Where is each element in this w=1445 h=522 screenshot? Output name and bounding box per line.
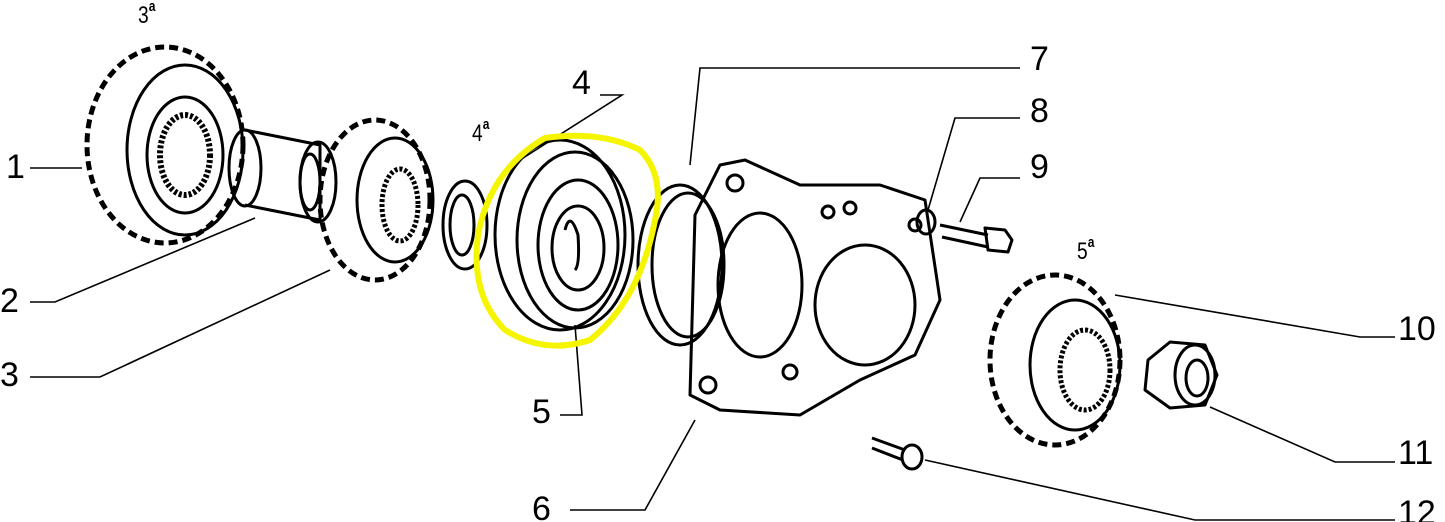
gear-4th-icon: [317, 117, 435, 283]
nut-icon: [1143, 340, 1219, 410]
gear-label-3rd: 3a: [138, 0, 156, 29]
washer-icon: [915, 208, 937, 236]
callout-5: 5: [532, 393, 551, 431]
gear-3rd-icon: [84, 44, 246, 246]
callout-11: 11: [1398, 434, 1434, 472]
callout-1: 1: [6, 148, 25, 186]
screw-icon: [871, 436, 924, 471]
callout-6: 6: [532, 490, 551, 522]
bearing-icon: [493, 138, 635, 332]
callout-3: 3: [0, 356, 19, 394]
gear-label-5th: 5a: [1077, 234, 1095, 265]
cover-plate-icon: [688, 158, 942, 417]
gear-5th-icon: [987, 272, 1123, 448]
callout-10: 10: [1398, 310, 1436, 348]
callout-12: 12: [1398, 494, 1436, 522]
callout-9: 9: [1030, 148, 1049, 186]
callout-2: 2: [0, 282, 19, 320]
callout-8: 8: [1030, 92, 1049, 130]
callout-7: 7: [1030, 40, 1049, 78]
callout-4: 4: [572, 64, 591, 102]
gear-label-4th: 4a: [472, 116, 490, 147]
bolt-icon: [939, 223, 1014, 254]
o-ring-icon: [636, 183, 724, 347]
highlight-circle: [473, 132, 661, 349]
